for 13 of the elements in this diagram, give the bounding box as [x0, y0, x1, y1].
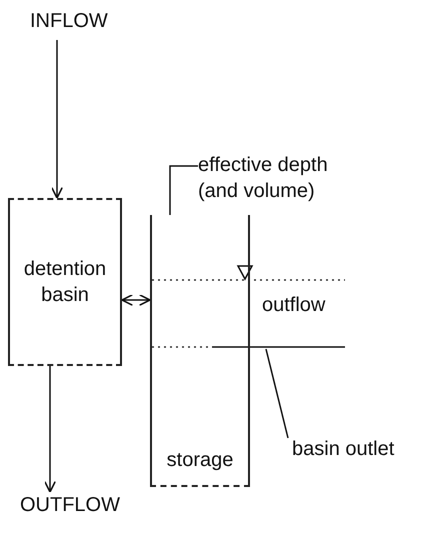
detention-basin-box: [8, 198, 122, 366]
flow-label: outflow: [262, 293, 326, 318]
storage-box: [150, 215, 250, 487]
node-label: detention basin: [22, 257, 108, 308]
double-arrow: [121, 294, 151, 306]
effective-depth-label: effective depth (and volume): [198, 152, 348, 204]
arrow: [50, 40, 64, 199]
outflow-label: OUTFLOW: [20, 492, 120, 518]
basin-outlet-label: basin outlet: [292, 436, 394, 462]
arrow: [44, 366, 56, 493]
inflow-label: INFLOW: [30, 8, 108, 34]
leader-line: [265, 348, 289, 438]
node-label: storage: [166, 448, 234, 473]
